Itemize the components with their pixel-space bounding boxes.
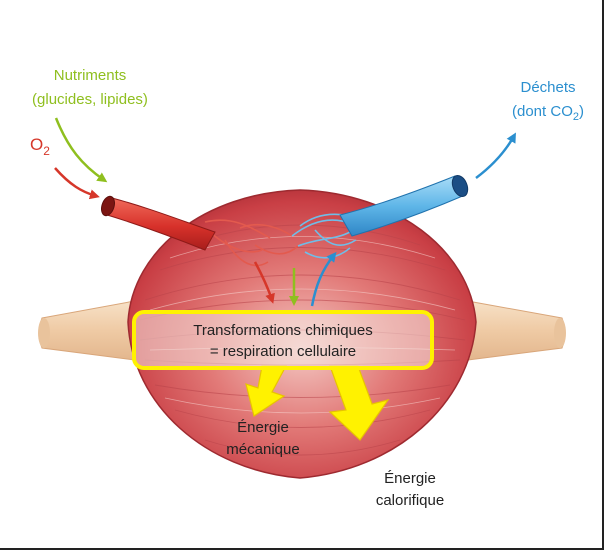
dechets-arrow [475, 132, 516, 179]
energie-mecanique-arrow [245, 365, 288, 417]
transformations-label-line1: Transformations chimiques [193, 322, 373, 339]
energie-mecanique-label-line1: Énergie [237, 419, 289, 436]
artery-vessel [101, 195, 216, 251]
tendon-left [38, 299, 151, 363]
oxygen-label: O2 [30, 135, 50, 158]
dechets-label-line2: (dont CO2) [512, 103, 584, 123]
dechets-label-line1: Déchets [520, 79, 575, 96]
tendon-right [451, 299, 566, 363]
energie-mecanique-label-line2: mécanique [226, 441, 299, 458]
oxygen-to-cells-arrow [253, 261, 275, 304]
waste-to-vein-arrow [310, 251, 337, 307]
nutriments-label-line1: Nutriments [54, 67, 127, 84]
energie-calorifique-arrow [328, 365, 390, 441]
oxygen-arrow [54, 167, 100, 200]
nutriments-label-line2: (glucides, lipides) [32, 91, 148, 108]
transformations-box [132, 310, 434, 370]
nutriments-arrow [54, 117, 108, 183]
energie-calorifique-label-line2: calorifique [376, 492, 444, 509]
energie-calorifique-label-line1: Énergie [384, 470, 436, 487]
transformations-label-line2: = respiration cellulaire [210, 343, 356, 360]
vein-vessel [339, 174, 469, 237]
